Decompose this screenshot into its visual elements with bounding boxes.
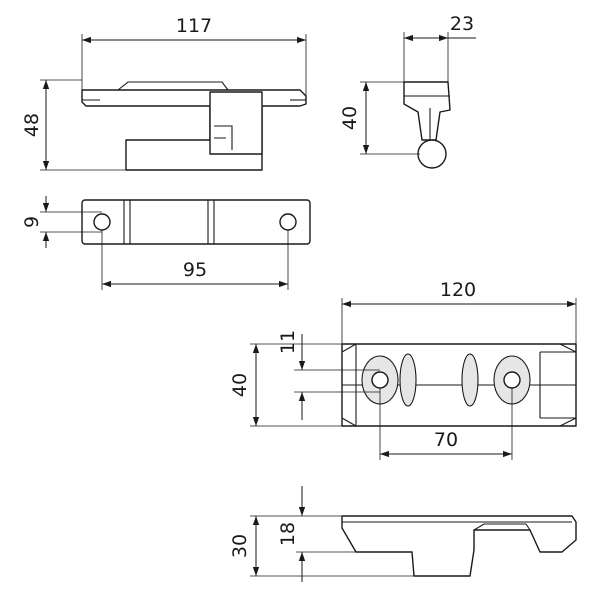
dim-label-40-side: 40 xyxy=(339,106,361,130)
dim-label-11: 11 xyxy=(277,330,299,354)
dim-label-48: 48 xyxy=(21,113,43,137)
latch-plan-hole-right xyxy=(279,213,297,231)
latch-plan-view: 9 95 xyxy=(21,196,311,290)
keeper-plan-roller-left xyxy=(399,353,417,407)
latch-elevation-notch xyxy=(214,125,233,150)
latch-elevation-view: 117 48 xyxy=(21,15,307,171)
dim-label-70: 70 xyxy=(434,429,458,451)
latch-elevation-block xyxy=(209,91,263,155)
dim-label-23: 23 xyxy=(450,13,474,35)
keeper-plan-view: 120 40 11 70 xyxy=(229,279,577,460)
dim-label-117: 117 xyxy=(176,15,212,37)
latch-plan-hole-left xyxy=(93,213,111,231)
latch-end-body xyxy=(403,81,451,141)
latch-elevation-body xyxy=(81,89,307,171)
keeper-plan-right-bevel xyxy=(539,343,577,427)
dim-label-95: 95 xyxy=(183,259,207,281)
keeper-profile-channel xyxy=(473,523,531,531)
latch-plan-plate xyxy=(81,199,311,245)
dim-label-40-keeper: 40 xyxy=(229,373,251,397)
dim-label-18: 18 xyxy=(277,522,299,546)
keeper-profile-body xyxy=(341,515,577,577)
dim-label-120: 120 xyxy=(440,279,476,301)
latch-end-roller xyxy=(417,139,447,169)
keeper-profile-view: 30 18 xyxy=(229,486,577,582)
keeper-plan-hole-left xyxy=(371,371,389,389)
dim-label-30: 30 xyxy=(229,534,251,558)
latch-end-view: 23 40 xyxy=(339,13,476,169)
dim-label-9: 9 xyxy=(21,216,43,228)
latch-elevation-slot xyxy=(117,81,229,91)
keeper-plan-roller-right xyxy=(461,353,479,407)
keeper-plan-hole-right xyxy=(503,371,521,389)
